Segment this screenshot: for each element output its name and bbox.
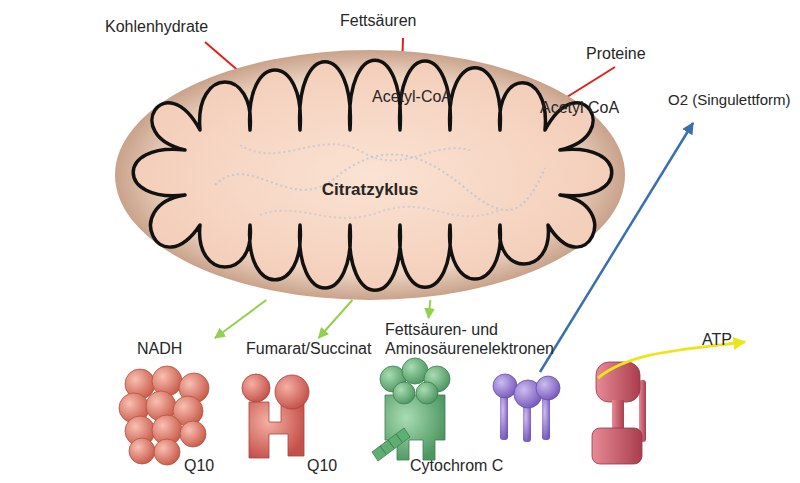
mitochondrion: Citratzyklus <box>115 50 625 300</box>
node-outline <box>115 50 625 300</box>
molecule-label: Acetyl-CoA <box>372 87 452 106</box>
node-outline <box>119 366 209 465</box>
input-label: Fettsäuren <box>340 11 416 30</box>
complex-three: Fettsäuren- und AminosäurenelektronenCyt… <box>378 318 563 478</box>
complex-two: Fumarat/SuccinatQ10 <box>238 338 388 476</box>
flow-arrow <box>429 300 431 318</box>
cycle-label: Citratzyklus <box>315 180 425 200</box>
complex-stalk <box>542 397 550 440</box>
input-label: Kohlenhydrate <box>105 17 208 36</box>
node-shape <box>115 50 625 300</box>
substrate-label: Fettsäuren- und Aminosäurenelektronen <box>385 320 565 358</box>
substrate-label: NADH <box>137 339 182 358</box>
substrate-label: Fumarat/Succinat <box>246 339 371 358</box>
atp-synthase-head <box>596 362 640 402</box>
carrier-label: Cytochrom C <box>410 456 503 475</box>
complex-stalk <box>500 394 508 440</box>
node-outline <box>372 358 450 461</box>
node-outline <box>242 374 309 458</box>
input-label: Proteine <box>586 44 646 63</box>
flow-arrow <box>319 300 353 338</box>
complex-subunit <box>536 376 560 400</box>
atp-label: ATP <box>702 330 732 349</box>
oxygen-label: O2 (Singulettform) <box>668 91 791 109</box>
atp-synthase-stalk <box>612 400 624 430</box>
complex-stalk <box>523 404 531 442</box>
atp-synthase-base <box>592 428 642 464</box>
node-shape <box>118 338 228 476</box>
flow-arrow <box>215 300 266 338</box>
molecule-label: Acetyl CoA <box>540 98 619 117</box>
complex-subunit <box>493 374 517 398</box>
node-shape <box>238 338 388 476</box>
carrier-label: Q10 <box>307 456 337 475</box>
carrier-label: Q10 <box>184 456 214 475</box>
complex-one: NADH Q10 <box>118 338 228 476</box>
